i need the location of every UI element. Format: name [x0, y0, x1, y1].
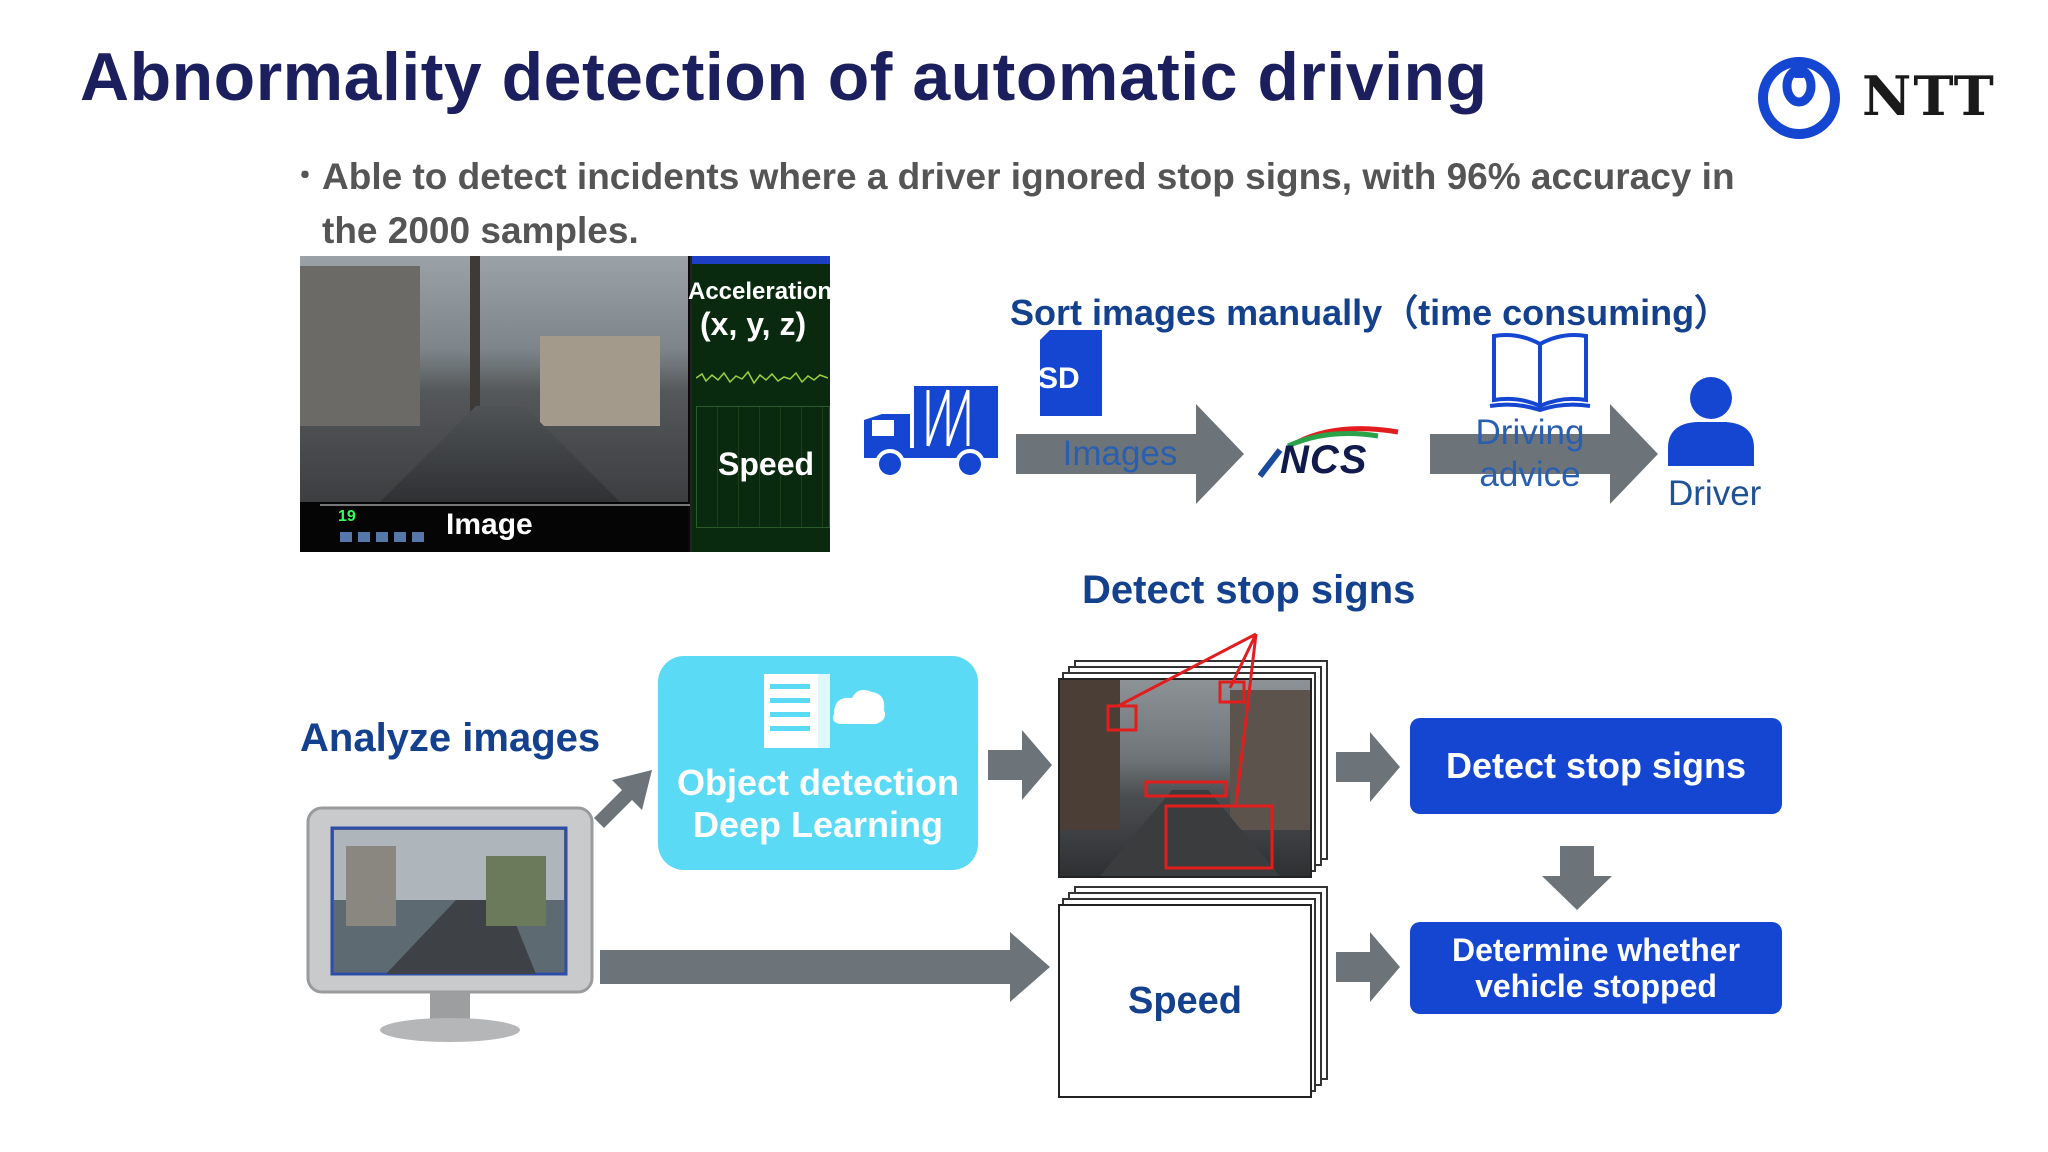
speed-card-stack: Speed	[1058, 886, 1328, 1100]
determine-stopped-line-2: vehicle stopped	[1475, 968, 1717, 1004]
ncs-logo-text: NCS	[1280, 438, 1368, 482]
analyze-arrow	[594, 770, 652, 828]
sensor-panel: Acceleration (x, y, z) Speed	[688, 256, 830, 552]
detect-stop-signs-heading: Detect stop signs	[1082, 568, 1416, 612]
bullet-line-2: the 2000 samples.	[322, 210, 639, 251]
sd-card-text: SD	[1038, 362, 1080, 395]
object-detection-line-1: Object detection	[676, 762, 960, 803]
acceleration-label: Acceleration	[688, 278, 830, 305]
server-cloud-icon	[764, 674, 885, 748]
street-photo	[1058, 678, 1312, 878]
image-label: Image	[446, 508, 533, 541]
counter: 19	[338, 508, 356, 525]
stop-sign-highlights	[1106, 632, 1274, 870]
truck-icon	[864, 386, 998, 479]
ntt-logo-icon	[1758, 57, 1840, 139]
acceleration-axes-label: (x, y, z)	[700, 306, 807, 342]
scene-house	[540, 336, 660, 426]
speed-card-label: Speed	[1127, 979, 1243, 1022]
sort-images-heading: Sort images manually（time consuming）	[1010, 292, 1731, 333]
person-icon	[1668, 377, 1754, 466]
driving-advice-label: Driving advice	[1460, 412, 1600, 496]
driver-label: Driver	[1668, 474, 1762, 513]
bullet-point: ・ Able to detect incidents where a drive…	[290, 150, 1770, 258]
object-detection-text: Object detection Deep Learning	[658, 762, 978, 846]
monitor-icon	[306, 806, 594, 1042]
analyze-images-heading: Analyze images	[300, 716, 601, 760]
to-stopped-result-arrow	[1336, 932, 1400, 1002]
drive-recorder-screenshot: 19 Image Acceleration (x, y, z) Speed	[300, 256, 830, 552]
speed-graph	[696, 406, 830, 528]
bullet-line-1: Able to detect incidents where a driver …	[322, 156, 1735, 197]
object-detection-line-2: Deep Learning	[692, 804, 944, 845]
determine-stopped-line-1: Determine whether	[1451, 932, 1741, 968]
acceleration-waveform	[696, 370, 828, 385]
panel-header	[692, 256, 830, 264]
driving-advice-line-1: Driving	[1475, 413, 1585, 452]
slide-title: Abnormality detection of automatic drivi…	[80, 39, 1488, 115]
dashcam-scene	[300, 256, 688, 502]
down-arrow	[1542, 846, 1612, 910]
seek-bar	[320, 504, 700, 506]
speed-label: Speed	[718, 446, 815, 482]
detection-photo-stack	[1058, 660, 1328, 878]
images-arrow-label: Images	[1062, 434, 1178, 473]
bullet-mark: ・	[290, 160, 320, 193]
control-buttons	[340, 532, 430, 542]
detect-stop-signs-result: Detect stop signs	[1410, 718, 1782, 814]
ncs-logo-icon	[1258, 426, 1399, 478]
ntt-logo-text: NTT	[1862, 64, 1996, 128]
driving-advice-arrow	[1430, 404, 1658, 504]
determine-stopped-result: Determine whether vehicle stopped	[1410, 922, 1782, 1014]
to-photo-arrow	[988, 730, 1052, 800]
to-detect-result-arrow	[1336, 732, 1400, 802]
player-controls: 19 Image	[300, 502, 700, 552]
driving-advice-line-2: advice	[1479, 455, 1581, 494]
speed-card: Speed	[1058, 904, 1312, 1098]
scene-utility-pole	[470, 256, 480, 426]
book-icon	[1489, 333, 1591, 412]
images-arrow	[1016, 404, 1244, 504]
sd-card-icon	[1040, 330, 1102, 416]
scene-building	[300, 266, 420, 426]
to-speed-arrow	[600, 932, 1050, 1002]
